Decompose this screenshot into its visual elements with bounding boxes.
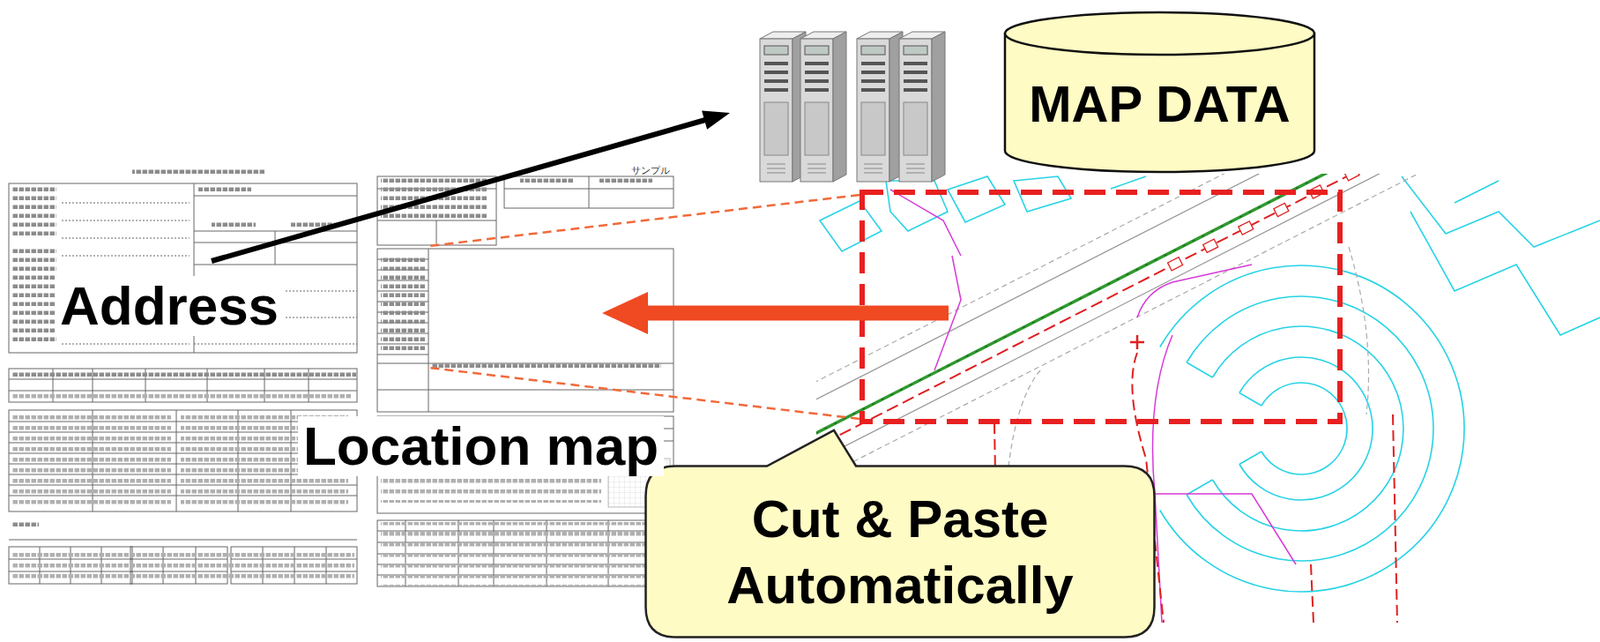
form-document <box>12 264 57 344</box>
form-document <box>431 361 662 371</box>
map-drawing <box>1239 357 1373 500</box>
form-document <box>377 520 674 587</box>
form-document <box>380 255 425 353</box>
form-document <box>8 546 358 584</box>
text-area: Cut & Paste Automatically <box>644 473 1156 630</box>
server-icon <box>759 31 806 182</box>
location-map-label: Location map <box>297 416 664 477</box>
paste-arrow <box>602 291 648 335</box>
speech-bubble <box>646 430 1155 638</box>
map-drawing <box>1168 257 1184 271</box>
map-drawing <box>1168 173 1431 271</box>
form-document <box>12 550 355 582</box>
address-label: Address <box>54 275 284 336</box>
server-icon <box>899 31 946 182</box>
database-cylinder: MAP DATA <box>1003 10 1317 174</box>
form-document <box>8 183 358 353</box>
map-drawing <box>1203 238 1219 253</box>
node-text: Cut & Paste Automatically <box>688 485 1112 618</box>
server-icon <box>856 31 903 182</box>
form-document <box>198 185 252 194</box>
map-drawing <box>1160 265 1465 592</box>
form-document <box>12 391 352 402</box>
form-document <box>12 412 172 508</box>
map-drawing <box>1401 176 1600 335</box>
form-document <box>377 520 674 587</box>
form-document <box>211 220 256 230</box>
server-icon <box>759 31 946 182</box>
form-document <box>599 176 653 186</box>
form-document <box>8 176 674 587</box>
paste-arrow <box>602 291 949 335</box>
sample-stamp-label: サンプル <box>629 164 672 176</box>
paste-arrow <box>641 305 949 321</box>
form-document <box>8 368 358 402</box>
map-drawing <box>1130 334 1145 350</box>
form-document <box>12 370 357 380</box>
map-drawing <box>1238 221 1254 235</box>
form-document <box>12 520 39 529</box>
node-text: MAP DATA <box>1028 75 1290 133</box>
form-document <box>12 246 57 265</box>
map-drawing <box>1273 202 1289 216</box>
form-document <box>380 521 670 586</box>
form-document <box>8 167 674 587</box>
form-document <box>377 248 674 412</box>
map-drawing <box>816 173 1600 486</box>
text-area: MAP DATA <box>1003 40 1317 167</box>
map-drawing <box>1186 296 1434 561</box>
form-document <box>8 368 358 402</box>
form-document <box>520 176 574 186</box>
cylinder-top <box>1004 12 1315 55</box>
map-drawing <box>816 173 1600 486</box>
callout-bubble: Cut & Paste Automatically <box>644 464 1156 639</box>
form-document <box>377 248 674 412</box>
form-document <box>132 167 265 177</box>
lookup-arrow <box>211 111 730 261</box>
form-document <box>504 176 674 209</box>
lookup-arrow <box>211 119 706 261</box>
form-document <box>12 391 670 586</box>
form-document <box>8 539 358 541</box>
map-drawing <box>819 176 1147 252</box>
map-drawing <box>1344 173 1360 181</box>
lookup-arrow <box>701 111 730 130</box>
form-document <box>504 176 674 209</box>
form-document <box>193 195 358 265</box>
server-icon <box>800 31 847 182</box>
form-document <box>12 185 57 239</box>
